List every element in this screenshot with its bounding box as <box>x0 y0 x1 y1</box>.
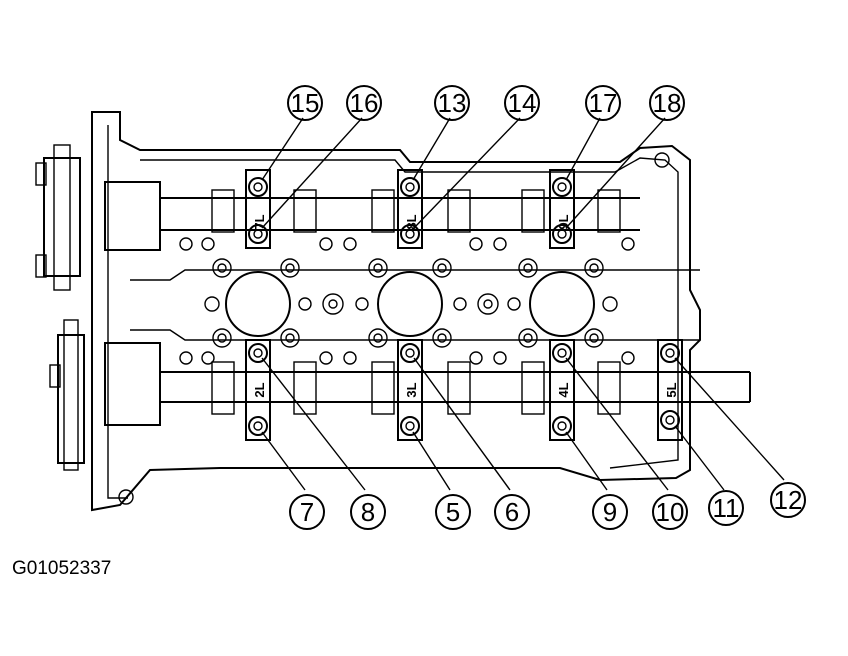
cap-label: 2L <box>252 382 267 397</box>
side-bolts <box>179 237 635 365</box>
callout-label: 9 <box>603 497 617 527</box>
callout-label: 5 <box>446 497 460 527</box>
cap-label: 4L <box>556 382 571 397</box>
callout-label: 18 <box>653 88 682 118</box>
callout-label: 12 <box>774 485 803 515</box>
exhaust-camshaft <box>104 342 751 426</box>
callout-label: 10 <box>656 497 685 527</box>
callout-label: 13 <box>438 88 467 118</box>
callout-label: 14 <box>508 88 537 118</box>
leader-lines <box>261 117 785 491</box>
callout-label: 11 <box>713 493 740 523</box>
central-gallery <box>130 269 700 341</box>
camshaft-sprocket-upper <box>35 144 81 291</box>
figure-code: G01052337 <box>12 558 112 579</box>
callout-label: 15 <box>291 88 320 118</box>
callout-label: 16 <box>350 88 379 118</box>
callout-label: 8 <box>361 497 375 527</box>
cap-label: 5L <box>664 382 679 397</box>
callout-label: 7 <box>300 497 314 527</box>
camshaft-sprocket-lower <box>49 319 85 471</box>
callouts: 15 16 13 14 17 18 7 8 5 6 9 10 11 12 <box>287 85 806 530</box>
cap-bolts <box>248 177 680 436</box>
callout-label: 17 <box>589 88 618 118</box>
callout-label: 6 <box>505 497 519 527</box>
bearing-caps <box>245 169 683 441</box>
cap-label: 3L <box>404 382 419 397</box>
cam-lobes <box>211 189 621 415</box>
